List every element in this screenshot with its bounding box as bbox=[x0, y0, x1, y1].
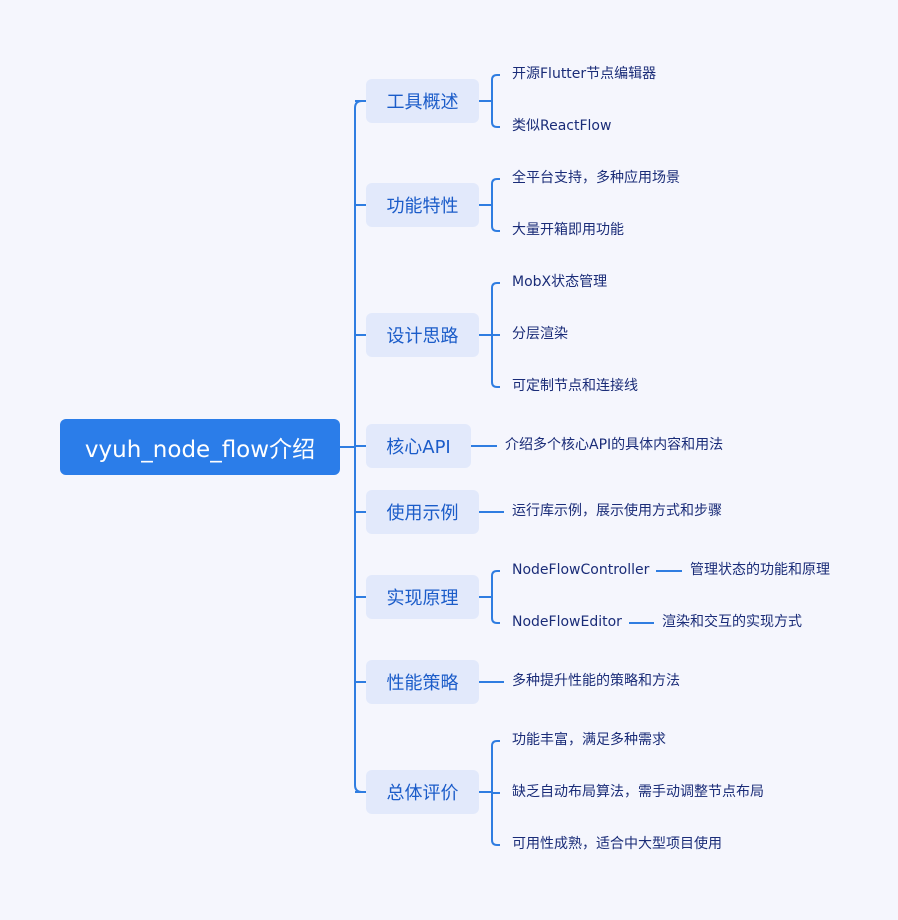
bracket bbox=[491, 74, 500, 128]
leaf-node[interactable]: 全平台支持，多种应用场景 bbox=[512, 170, 680, 186]
detail-node[interactable]: 管理状态的功能和原理 bbox=[690, 562, 830, 578]
branch-label: 核心API bbox=[386, 437, 451, 458]
leaf-node[interactable]: 大量开箱即用功能 bbox=[512, 222, 624, 238]
leaf-node[interactable]: NodeFlowController bbox=[512, 562, 650, 578]
leaf-node[interactable]: 功能丰富，满足多种需求 bbox=[512, 732, 666, 748]
branch-node[interactable]: 核心API bbox=[366, 424, 471, 468]
branch-node[interactable]: 性能策略 bbox=[366, 660, 479, 704]
leaf-node[interactable]: 缺乏自动布局算法，需手动调整节点布局 bbox=[512, 784, 764, 800]
branch-node[interactable]: 使用示例 bbox=[366, 490, 479, 534]
bracket bbox=[491, 570, 500, 624]
leaf-node[interactable]: 开源Flutter节点编辑器 bbox=[512, 66, 657, 82]
leaf-node[interactable]: 运行库示例，展示使用方式和步骤 bbox=[512, 503, 722, 519]
leaf-node[interactable]: 分层渲染 bbox=[512, 326, 568, 342]
root-label: vyuh_node_flow介绍 bbox=[84, 437, 316, 463]
branch-label: 设计思路 bbox=[386, 326, 459, 347]
leaf-node[interactable]: 可定制节点和连接线 bbox=[512, 378, 638, 394]
branch-node[interactable]: 实现原理 bbox=[366, 575, 479, 619]
branch-node[interactable]: 功能特性 bbox=[366, 183, 479, 227]
bracket bbox=[491, 178, 500, 232]
branch-label: 实现原理 bbox=[386, 588, 459, 609]
root-node[interactable]: vyuh_node_flow介绍 bbox=[60, 419, 340, 475]
leaf-node[interactable]: 可用性成熟，适合中大型项目使用 bbox=[512, 836, 722, 852]
branch-node[interactable]: 设计思路 bbox=[366, 313, 479, 357]
branch-node[interactable]: 总体评价 bbox=[366, 770, 479, 814]
branch-label: 使用示例 bbox=[386, 503, 459, 524]
leaf-node[interactable]: 介绍多个核心API的具体内容和用法 bbox=[505, 437, 724, 453]
branch-label: 总体评价 bbox=[386, 783, 459, 804]
leaf-node[interactable]: NodeFlowEditor bbox=[512, 614, 622, 630]
branch-node[interactable]: 工具概述 bbox=[366, 79, 479, 123]
detail-node[interactable]: 渲染和交互的实现方式 bbox=[662, 614, 802, 630]
leaf-node[interactable]: MobX状态管理 bbox=[512, 274, 608, 290]
branch-label: 性能策略 bbox=[386, 673, 459, 694]
branch-label: 功能特性 bbox=[386, 196, 459, 217]
branch-label: 工具概述 bbox=[386, 92, 459, 113]
leaf-node[interactable]: 多种提升性能的策略和方法 bbox=[512, 673, 680, 689]
leaf-node[interactable]: 类似ReactFlow bbox=[512, 118, 612, 134]
